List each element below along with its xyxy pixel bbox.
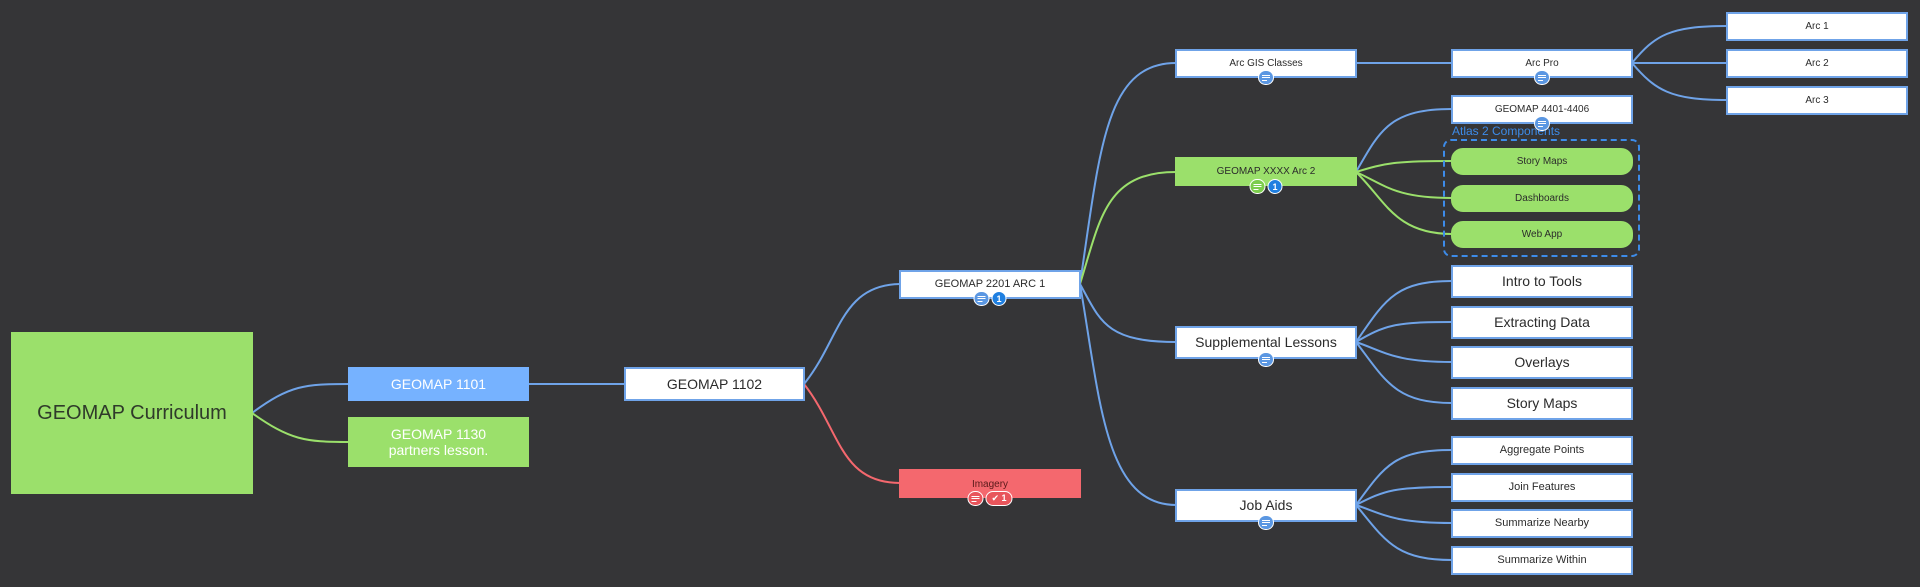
link-supp-overlays	[1355, 341, 1453, 363]
node-label: Arc 1	[1805, 20, 1829, 32]
link-supp-storymaps	[1355, 341, 1453, 404]
node-label: Arc 2	[1805, 57, 1829, 69]
count-badge[interactable]: 1	[1267, 179, 1283, 194]
node-dashboards[interactable]: Dashboards	[1451, 185, 1633, 212]
note-icon[interactable]	[1534, 70, 1550, 85]
node-label: Summarize Nearby	[1494, 517, 1590, 530]
badges-imagery: ✔ 1	[967, 491, 1013, 506]
badges-geomap-xxxx: 1	[1249, 179, 1283, 194]
node-overlays[interactable]: Overlays	[1451, 346, 1633, 379]
link-2201-supp	[1079, 283, 1177, 343]
node-web-app[interactable]: Web App	[1451, 221, 1633, 248]
link-2201-arcgis	[1079, 62, 1177, 285]
node-label: Job Aids	[1239, 497, 1293, 514]
badges-arc-gis-classes	[1258, 70, 1274, 85]
badges-job-aids	[1258, 515, 1274, 530]
link-arc2-webapp	[1355, 171, 1453, 235]
node-geomap-xxxx-arc2[interactable]: GEOMAP XXXX Arc 2	[1175, 157, 1357, 186]
note-icon[interactable]	[967, 491, 984, 506]
node-label: Supplemental Lessons	[1195, 334, 1337, 351]
link-root-1101	[251, 383, 350, 414]
root-node[interactable]: GEOMAP Curriculum	[11, 332, 253, 494]
node-label: Aggregate Points	[1499, 444, 1585, 457]
node-geomap-2201[interactable]: GEOMAP 2201 ARC 1	[899, 270, 1081, 299]
link-supp-extract	[1355, 321, 1453, 343]
link-arcpro-arc3	[1631, 62, 1728, 101]
node-arc-2[interactable]: Arc 2	[1726, 49, 1908, 78]
node-arc-3[interactable]: Arc 3	[1726, 86, 1908, 115]
node-label: Story Maps	[1506, 395, 1578, 412]
note-icon[interactable]	[1258, 352, 1274, 367]
root-label: GEOMAP Curriculum	[37, 401, 227, 424]
note-icon[interactable]	[1534, 116, 1550, 131]
node-arc-1[interactable]: Arc 1	[1726, 12, 1908, 41]
link-job-within	[1355, 504, 1453, 561]
node-extracting-data[interactable]: Extracting Data	[1451, 306, 1633, 339]
link-1102-imagery	[803, 383, 901, 484]
node-job-aids[interactable]: Job Aids	[1175, 489, 1357, 522]
count-badge[interactable]: 1	[991, 291, 1007, 306]
atlas-2-boundary[interactable]	[1443, 139, 1640, 257]
link-arc2-storymaps	[1355, 160, 1453, 173]
node-label: GEOMAP 4401-4406	[1494, 103, 1590, 115]
node-label: GEOMAP 1130 partners lesson.	[388, 425, 489, 458]
node-label: GEOMAP 1101	[390, 375, 487, 392]
note-icon[interactable]	[1258, 70, 1274, 85]
link-2201-jobaids	[1079, 283, 1177, 506]
node-label: GEOMAP 1102	[666, 375, 763, 392]
link-1102-2201	[803, 283, 901, 385]
node-label: Story Maps	[1516, 155, 1568, 167]
node-label: Intro to Tools	[1502, 273, 1582, 290]
node-label: Arc 3	[1805, 94, 1829, 106]
node-join-features[interactable]: Join Features	[1451, 473, 1633, 502]
node-label: Overlays	[1514, 354, 1570, 371]
node-label: Web App	[1521, 228, 1563, 240]
node-summarize-within[interactable]: Summarize Within	[1451, 546, 1633, 575]
node-geomap-1101[interactable]: GEOMAP 1101	[348, 367, 529, 401]
node-label: Extracting Data	[1494, 314, 1590, 331]
link-arc2-dashboards	[1355, 171, 1453, 199]
node-geomap-1130[interactable]: GEOMAP 1130 partners lesson.	[348, 417, 529, 467]
badges-geomap-2201: 1	[973, 291, 1007, 306]
note-icon[interactable]	[1258, 515, 1274, 530]
node-label: GEOMAP XXXX Arc 2	[1216, 165, 1316, 177]
node-label: Imagery	[971, 479, 1009, 490]
node-label: Arc GIS Classes	[1229, 57, 1303, 69]
link-job-aggregate	[1355, 449, 1453, 506]
badges-supplemental	[1258, 352, 1274, 367]
badges-geomap-4401	[1534, 116, 1550, 131]
link-root-1130	[251, 412, 350, 443]
node-intro-to-tools[interactable]: Intro to Tools	[1451, 265, 1633, 298]
note-icon[interactable]	[973, 291, 990, 306]
node-story-maps-lesson[interactable]: Story Maps	[1451, 387, 1633, 420]
check-icon[interactable]: ✔ 1	[985, 491, 1013, 506]
node-label: Arc Pro	[1525, 57, 1559, 69]
node-story-maps-component[interactable]: Story Maps	[1451, 148, 1633, 175]
note-icon[interactable]	[1249, 179, 1266, 194]
link-job-nearby	[1355, 504, 1453, 524]
node-label: Join Features	[1508, 481, 1576, 494]
link-arc2-4401	[1355, 108, 1453, 173]
node-summarize-nearby[interactable]: Summarize Nearby	[1451, 509, 1633, 538]
link-job-join	[1355, 486, 1453, 506]
link-2201-arc2	[1079, 171, 1177, 285]
node-aggregate-points[interactable]: Aggregate Points	[1451, 436, 1633, 465]
node-label: Dashboards	[1515, 192, 1569, 204]
boundary-label: Atlas 2 Components	[1452, 124, 1561, 138]
node-geomap-1102[interactable]: GEOMAP 1102	[624, 367, 805, 401]
badges-arc-pro	[1534, 70, 1550, 85]
link-arcpro-arc1	[1631, 25, 1728, 64]
node-label: Summarize Within	[1497, 554, 1587, 567]
link-supp-intro	[1355, 280, 1453, 343]
node-label: GEOMAP 2201 ARC 1	[934, 278, 1046, 291]
